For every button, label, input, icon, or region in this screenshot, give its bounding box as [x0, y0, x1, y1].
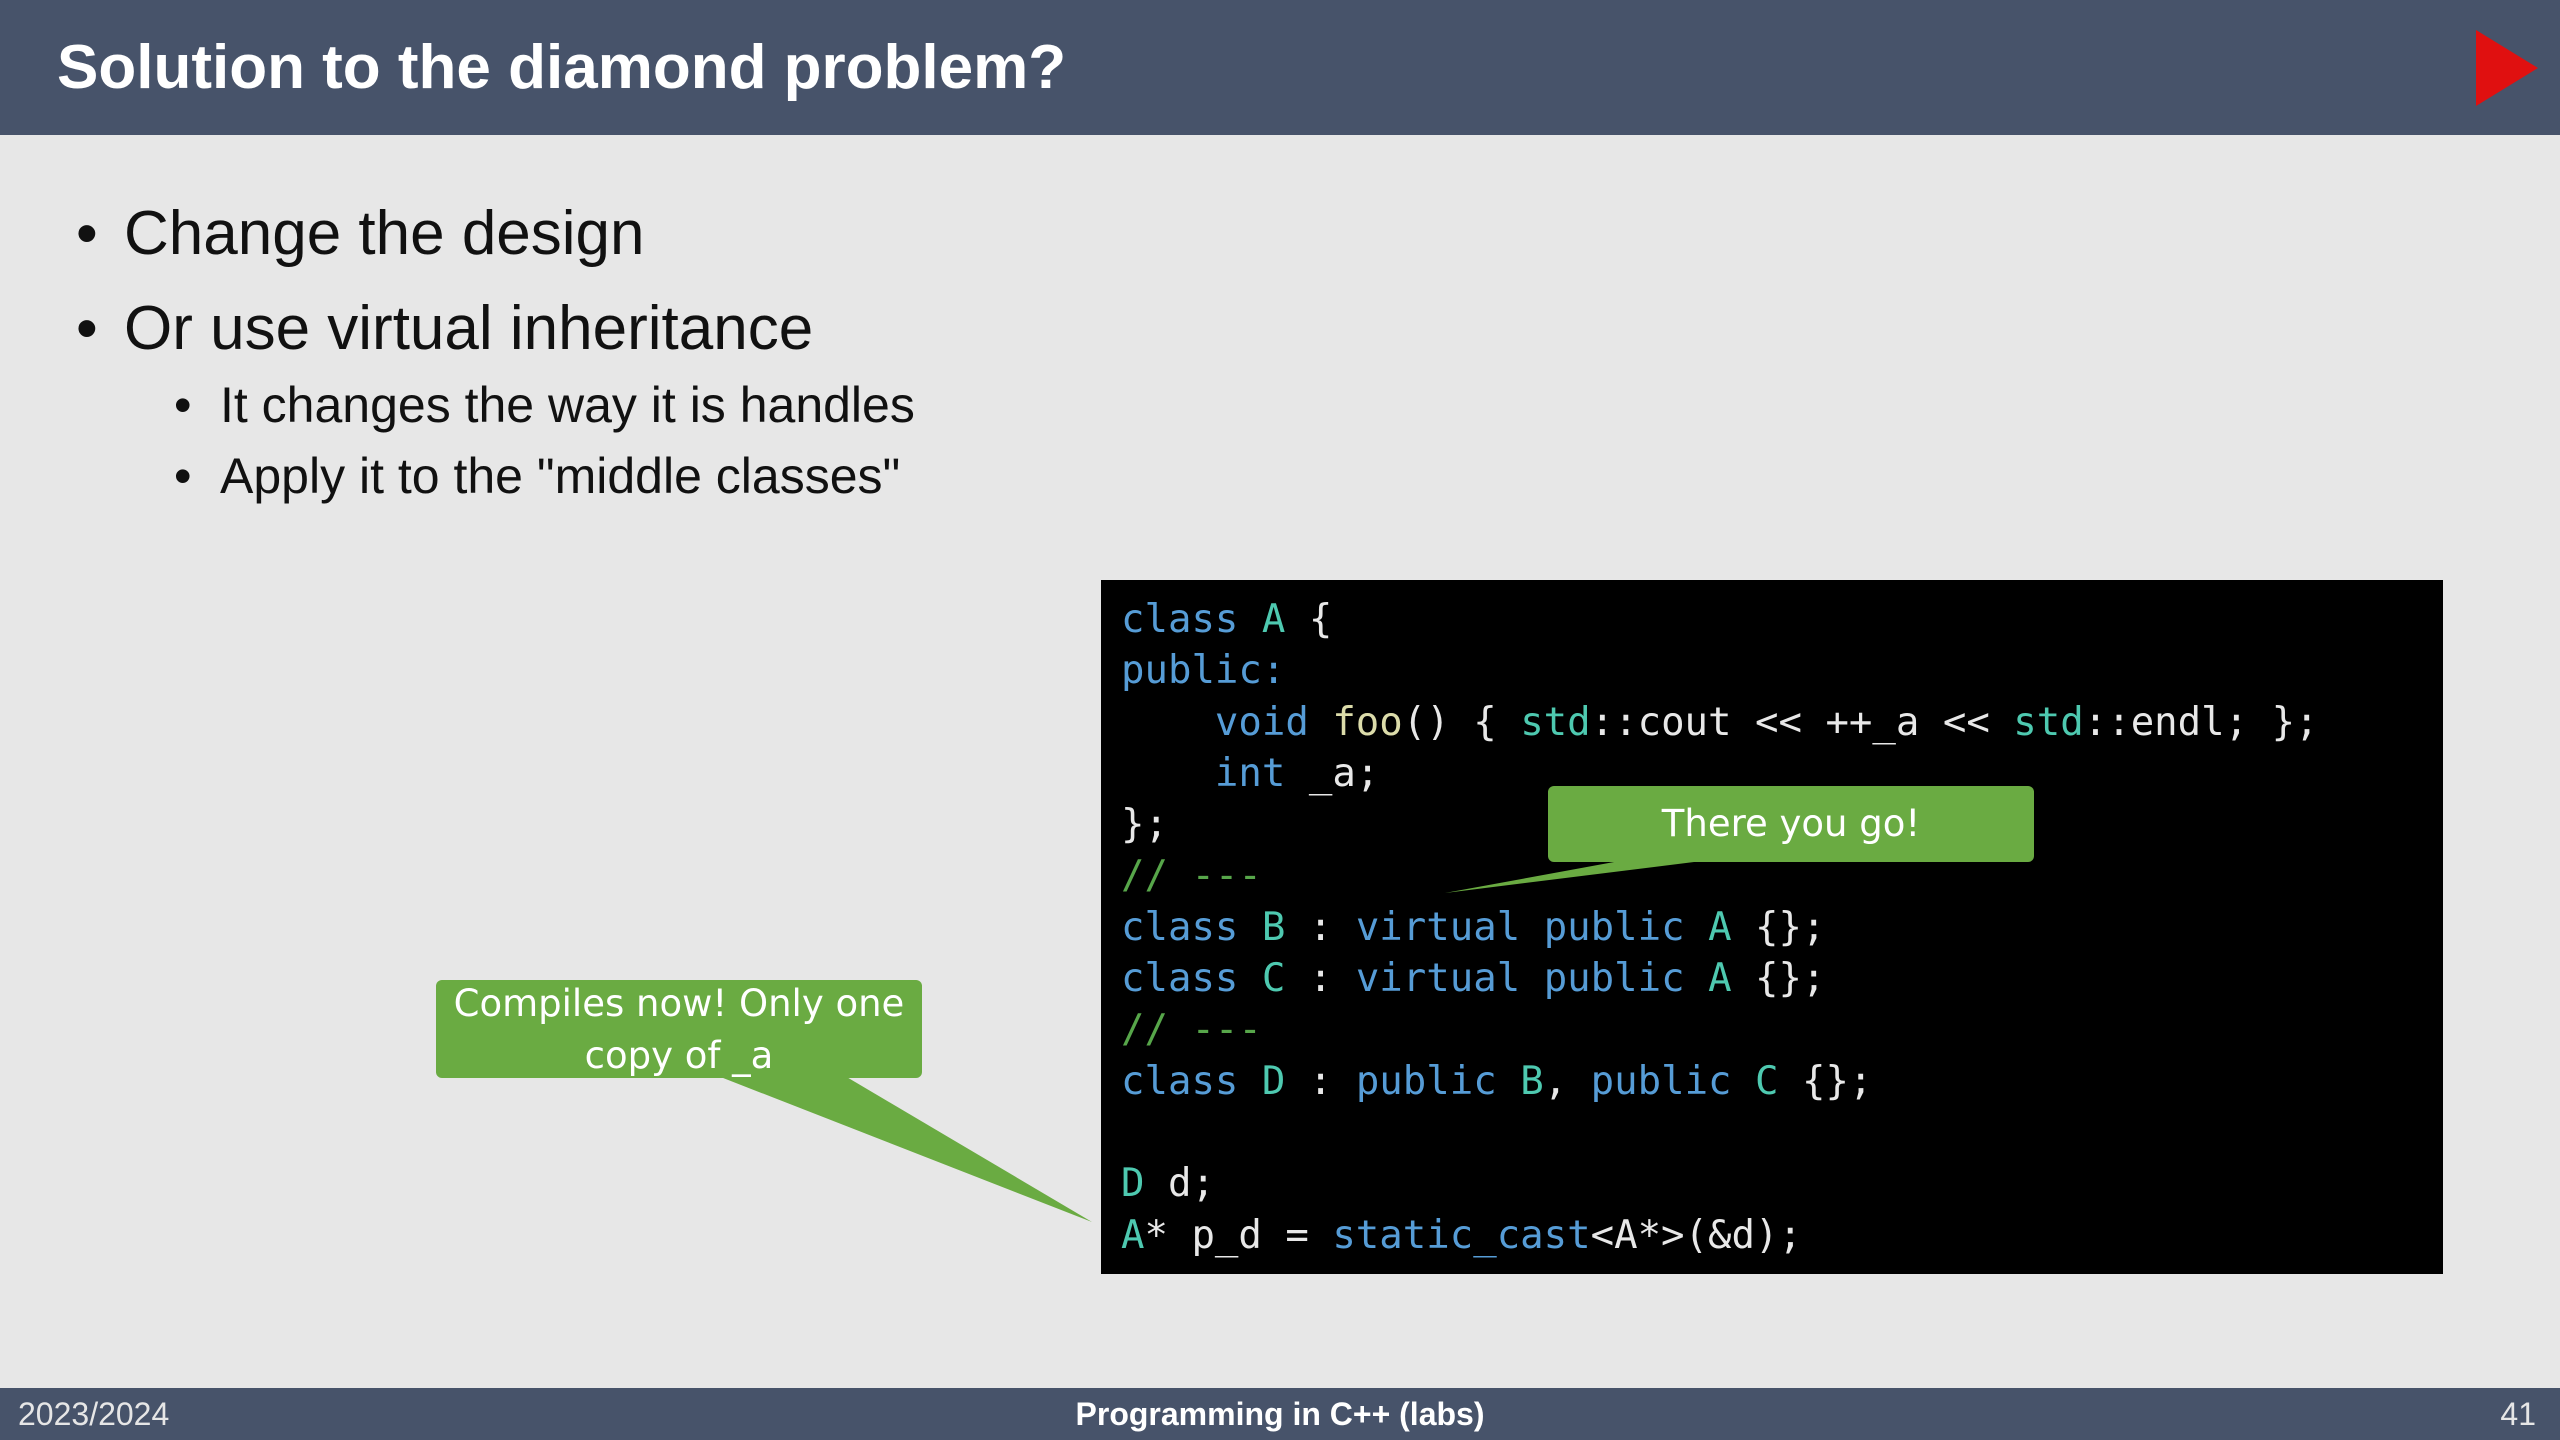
code-token: () {: [1402, 699, 1521, 745]
code-token: // ---: [1121, 853, 1262, 899]
code-token: [1238, 905, 1261, 950]
code-token: A: [1708, 904, 1732, 950]
code-token: virtual: [1355, 904, 1521, 950]
code-token: foo: [1332, 699, 1403, 745]
code-line: [1121, 1107, 2319, 1158]
code-line: D d;: [1121, 1158, 2319, 1209]
code-token: [1238, 956, 1261, 1001]
footer-year: 2023/2024: [18, 1396, 170, 1432]
code-token: };: [1121, 802, 1168, 848]
code-token: B: [1261, 904, 1286, 950]
code-token: C: [1755, 1058, 1779, 1104]
code-token: {};: [1731, 956, 1826, 1002]
code-token: class: [1121, 1058, 1239, 1104]
code-token: public: [1355, 1058, 1497, 1104]
code-line: public:: [1121, 645, 2319, 696]
code-block: class A {public: void foo() { std::cout …: [1101, 580, 2443, 1274]
code-token: [1685, 905, 1708, 950]
code-token: [1497, 1059, 1520, 1104]
code-line: class A {: [1121, 594, 2319, 645]
callout-text: Compiles now! Only one copy of _a: [453, 982, 905, 1077]
code-token: :: [1285, 1058, 1356, 1104]
code-token: public: [1590, 1058, 1732, 1104]
code-token: D: [1121, 1161, 1145, 1207]
code-token: [1732, 1059, 1755, 1104]
code-token: {};: [1731, 904, 1826, 950]
code-token: std: [2013, 699, 2084, 745]
code-token: ,: [1543, 1058, 1591, 1104]
code-line: int _a;: [1121, 748, 2319, 799]
code-line: // ---: [1121, 850, 2319, 901]
bullet-text: Or use virtual inheritance: [124, 294, 814, 363]
slide-title: Solution to the diamond problem?: [57, 33, 1067, 102]
callout-text: There you go!: [1661, 802, 1921, 845]
code-token: A: [1708, 956, 1732, 1002]
code-token: _a;: [1285, 750, 1380, 796]
code-line: A* p_d = static_cast<A*>(&d);: [1121, 1210, 2319, 1261]
code-token: [1121, 751, 1215, 796]
code-token: [1309, 700, 1332, 745]
code-token: class: [1121, 904, 1239, 950]
bullet-dot: •: [174, 448, 192, 504]
code-token: B: [1520, 1058, 1544, 1104]
code-line: };: [1121, 799, 2319, 850]
bullet-dot: •: [76, 199, 98, 268]
code-line: class C : virtual public A {};: [1121, 953, 2319, 1004]
code-token: void: [1214, 699, 1309, 745]
play-triangle-icon[interactable]: [2476, 30, 2538, 106]
sub-bullet-text: Apply it to the "middle classes": [220, 448, 901, 504]
code-token: d;: [1144, 1161, 1215, 1207]
code-token: A: [1121, 1212, 1145, 1258]
code-token: ::endl; };: [2083, 699, 2319, 745]
bullet-dot: •: [174, 377, 192, 433]
slide-header: Solution to the diamond problem?: [0, 0, 2560, 135]
code-listing: class A {public: void foo() { std::cout …: [1121, 594, 2319, 1261]
code-token: {: [1285, 597, 1333, 642]
code-token: [1685, 956, 1708, 1001]
code-token: public:: [1121, 648, 1286, 694]
code-token: [1520, 905, 1543, 950]
code-token: :: [1285, 904, 1356, 950]
code-token: class: [1121, 597, 1239, 642]
code-token: std: [1520, 699, 1591, 745]
code-token: public: [1543, 904, 1685, 950]
code-token: int: [1214, 750, 1286, 796]
code-line: // ---: [1121, 1004, 2319, 1055]
callout-pointer: [718, 1076, 1092, 1222]
code-token: // ---: [1121, 1007, 1262, 1053]
footer-course-title: Programming in C++ (labs): [1075, 1396, 1485, 1432]
code-token: ::cout << ++_a <<: [1590, 699, 2014, 745]
code-token: C: [1261, 956, 1286, 1002]
slide-footer: 2023/2024 Programming in C++ (labs) 41: [0, 1388, 2560, 1440]
code-token: A: [1261, 597, 1286, 642]
slide-number: 41: [2500, 1396, 2536, 1432]
code-token: static_cast: [1332, 1212, 1591, 1258]
bullet-text: Change the design: [124, 199, 645, 268]
code-line: class D : public B, public C {};: [1121, 1056, 2319, 1107]
code-token: public: [1543, 956, 1685, 1002]
code-token: * p_d =: [1144, 1212, 1333, 1258]
sub-bullet-text: It changes the way it is handles: [220, 377, 915, 433]
code-token: [1121, 700, 1215, 745]
code-token: :: [1285, 956, 1356, 1002]
code-token: [1520, 956, 1543, 1001]
code-line: void foo() { std::cout << ++_a << std::e…: [1121, 697, 2319, 748]
code-token: virtual: [1355, 956, 1521, 1002]
code-token: <A*>(&d);: [1590, 1212, 1802, 1258]
bullet-dot: •: [76, 294, 98, 363]
code-line: class B : virtual public A {};: [1121, 902, 2319, 953]
code-token: class: [1121, 956, 1239, 1002]
code-token: D: [1261, 1058, 1286, 1104]
code-token: [1238, 597, 1261, 642]
code-token: [1238, 1059, 1261, 1104]
code-token: {};: [1778, 1058, 1873, 1104]
